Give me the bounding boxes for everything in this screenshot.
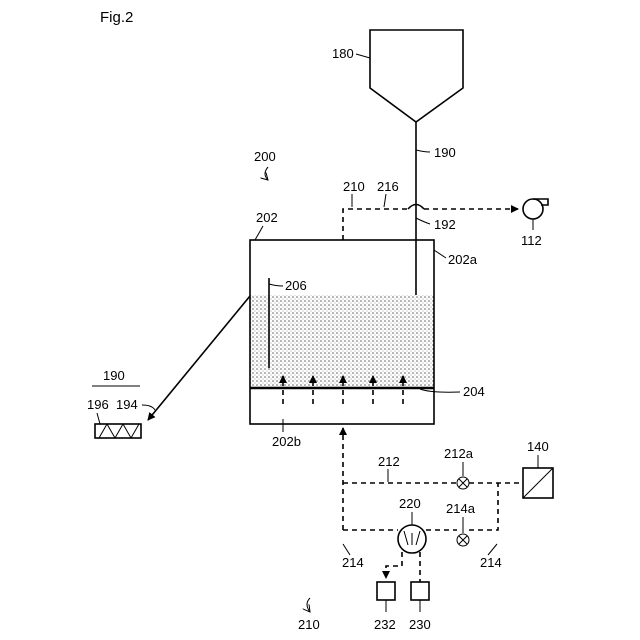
box-232 bbox=[377, 582, 395, 600]
label-214-right: 214 bbox=[480, 555, 502, 570]
label-190: 190 bbox=[434, 145, 456, 160]
pump-220-icon bbox=[398, 525, 426, 553]
leader-180 bbox=[356, 54, 370, 58]
source-140-icon bbox=[523, 468, 553, 498]
label-206: 206 bbox=[285, 278, 307, 293]
screw-conveyor-icon bbox=[95, 424, 141, 438]
label-194: 194 bbox=[116, 397, 138, 412]
leader-214-left bbox=[343, 544, 350, 555]
label-220: 220 bbox=[399, 496, 421, 511]
leader-190 bbox=[416, 150, 430, 152]
valve-212a-icon bbox=[457, 477, 469, 489]
leader-216 bbox=[384, 194, 386, 207]
label-200: 200 bbox=[254, 149, 276, 164]
exhaust-line bbox=[343, 209, 518, 240]
label-conveyor-190: 190 bbox=[103, 368, 125, 383]
label-214-left: 214 bbox=[342, 555, 364, 570]
valve-214a-icon bbox=[457, 534, 469, 546]
label-214a: 214a bbox=[446, 501, 476, 516]
label-230: 230 bbox=[409, 617, 431, 632]
label-202a: 202a bbox=[448, 252, 478, 267]
leader-194 bbox=[142, 405, 155, 410]
bed-region bbox=[250, 295, 434, 387]
label-210-top: 210 bbox=[343, 179, 365, 194]
label-216: 216 bbox=[377, 179, 399, 194]
label-232: 232 bbox=[374, 617, 396, 632]
box-230 bbox=[411, 582, 429, 600]
label-180: 180 bbox=[332, 46, 354, 61]
label-210-bottom: 210 bbox=[298, 617, 320, 632]
label-212a: 212a bbox=[444, 446, 474, 461]
feed-to-232 bbox=[386, 552, 402, 578]
label-192: 192 bbox=[434, 217, 456, 232]
leader-214-right bbox=[488, 544, 497, 555]
label-202b: 202b bbox=[272, 434, 301, 449]
label-204: 204 bbox=[463, 384, 485, 399]
leader-196 bbox=[97, 413, 100, 424]
leader-192 bbox=[416, 218, 430, 224]
discharge-line bbox=[148, 296, 250, 420]
blower-112-icon bbox=[523, 199, 548, 219]
label-212: 212 bbox=[378, 454, 400, 469]
label-196: 196 bbox=[87, 397, 109, 412]
leader-206 bbox=[269, 284, 283, 286]
leader-210-bottom bbox=[307, 598, 310, 612]
leader-202 bbox=[255, 226, 263, 240]
leader-204 bbox=[420, 389, 460, 392]
leader-200 bbox=[265, 167, 268, 180]
label-140: 140 bbox=[527, 439, 549, 454]
leader-202a bbox=[434, 250, 446, 258]
hopper-180 bbox=[370, 30, 463, 122]
label-112: 112 bbox=[521, 233, 542, 248]
label-202: 202 bbox=[256, 210, 278, 225]
figure-title: Fig.2 bbox=[100, 9, 133, 26]
